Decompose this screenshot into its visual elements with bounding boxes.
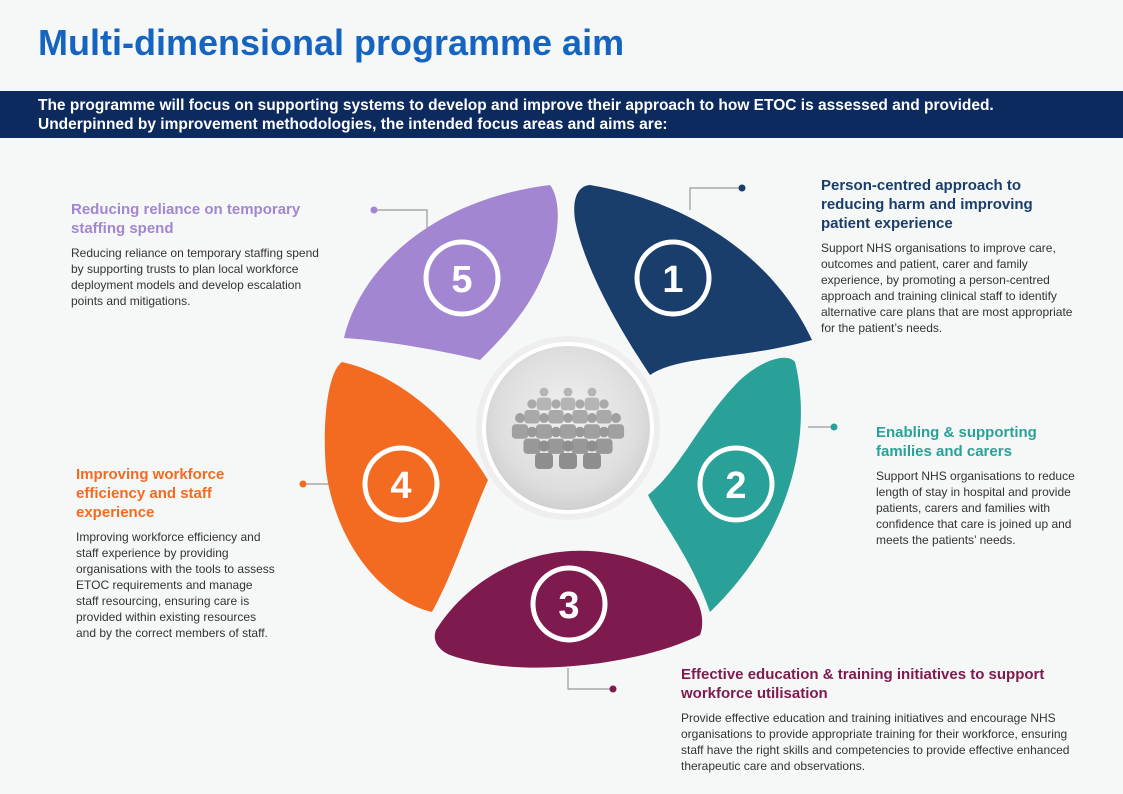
page-title: Multi-dimensional programme aim [38,22,625,63]
person-body [548,409,564,424]
center-hub [476,336,660,520]
aim-2: Enabling & supporting families and carer… [876,423,1086,548]
person-head [539,387,549,397]
person-head [527,399,537,409]
aim-2-title: Enabling & supporting families and carer… [876,424,1037,460]
person-body [535,453,553,469]
petal-5: 5 [344,185,558,360]
person-head [563,413,573,423]
aim-3-title: Effective education & training initiativ… [681,666,1045,702]
number-ring-1 [634,239,712,317]
aim-5: Reducing reliance on temporary staffing … [71,200,331,309]
person-body [559,424,577,439]
connector-5 [374,209,428,228]
person-body [560,397,576,411]
aim-2-text: Support NHS organisations to reduce leng… [876,469,1075,547]
person-body [547,438,565,454]
person-head [599,399,609,409]
connector-1 [689,187,742,210]
person-head [598,426,610,438]
connector-dots [299,184,838,693]
person-head [574,426,586,438]
petal-number-3: 3 [558,585,579,627]
person-body [595,438,613,454]
connector-dot-5 [370,206,378,214]
connector-lines [303,187,834,690]
intro-line-1: The programme will focus on supporting s… [38,97,994,114]
aim-3-text: Provide effective education and training… [681,711,1070,773]
connector-dot-1 [738,184,746,192]
connector-dot-2 [830,423,838,431]
person-head [526,426,538,438]
aim-1-title: Person-centred approach to reducing harm… [821,177,1033,232]
petal-1: 1 [574,185,812,375]
petal-4: 4 [324,362,488,612]
person-head [587,387,597,397]
person-body [584,397,600,411]
person-body [607,424,625,439]
person-body [536,397,552,411]
person-body [572,409,588,424]
number-ring-5 [423,239,501,317]
person-body [571,438,589,454]
person-head [515,413,525,423]
petal-number-5: 5 [451,259,472,301]
aim-1-text: Support NHS organisations to improve car… [821,241,1073,335]
group-of-people-icon [511,387,625,469]
person-head [587,413,597,423]
person-body [583,453,601,469]
petal-number-1: 1 [662,259,683,301]
person-body [535,424,553,439]
aim-3: Effective education & training initiativ… [681,665,1081,774]
connector-dot-4 [299,480,307,488]
number-ring-4 [362,445,440,523]
person-body [583,424,601,439]
person-head [550,426,562,438]
person-body [523,438,541,454]
aim-1: Person-centred approach to reducing harm… [821,176,1081,336]
person-head [538,440,550,452]
number-ring-3 [530,565,608,643]
petal-2: 2 [648,357,801,612]
person-body [524,409,540,424]
petal-number-2: 2 [725,465,746,507]
connector-dot-3 [609,685,617,693]
aim-4-title: Improving workforce efficiency and staff… [76,466,225,521]
person-head [562,440,574,452]
connector-3 [567,668,613,690]
petal-3: 3 [434,550,703,668]
person-head [539,413,549,423]
petal-number-4: 4 [390,465,411,507]
person-head [551,399,561,409]
aim-5-text: Reducing reliance on temporary staffing … [71,246,319,308]
person-body [596,409,612,424]
person-head [611,413,621,423]
intro-line-2: Underpinned by improvement methodologies… [38,116,668,133]
aim-5-title: Reducing reliance on temporary staffing … [71,201,301,237]
aim-4-text: Improving workforce efficiency and staff… [76,530,275,640]
person-body [511,424,529,439]
person-head [563,387,573,397]
person-body [559,453,577,469]
number-ring-2 [697,445,775,523]
intro-banner: The programme will focus on supporting s… [0,91,1123,138]
person-head [586,440,598,452]
aim-4: Improving workforce efficiency and staff… [76,465,276,641]
person-head [575,399,585,409]
